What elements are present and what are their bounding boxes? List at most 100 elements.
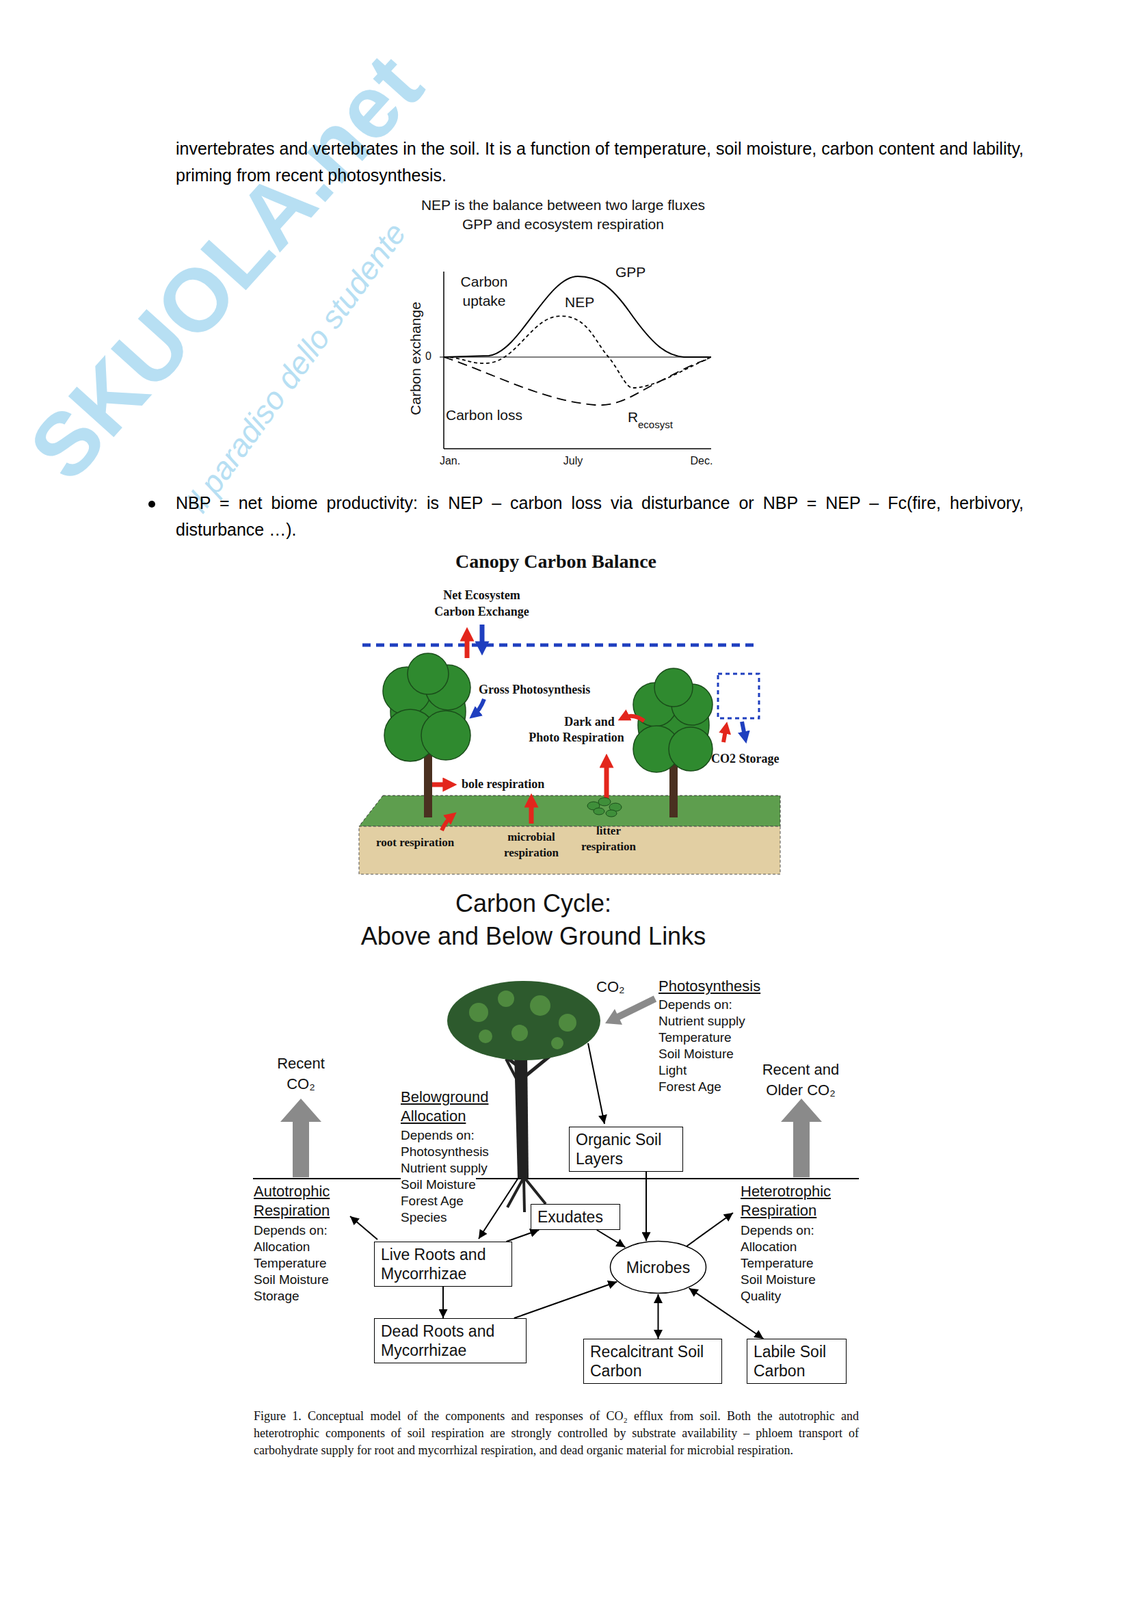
figure-caption: Figure 1. Conceptual model of the compon… [253,1407,859,1459]
flux-label: microbial respiration [490,828,573,861]
canopy-illustration [741,721,746,739]
canopy-illustration [654,668,693,707]
carbon-cycle-illustration [617,998,656,1017]
dependency-item: Depends on: [658,996,733,1013]
dependency-item: Temperature [740,1254,814,1272]
pool-box: Dead Roots and Mycorrhizae [374,1317,527,1363]
node-text: Dead Roots and Mycorrhizae [380,1321,520,1360]
process-heading: Heterotrophic Respiration [740,1181,857,1220]
canopy-illustration [587,797,622,817]
axis-tick: 0 [425,349,432,364]
dependency-item: Storage [253,1287,300,1305]
carbon-cycle-illustration [529,994,551,1016]
body-text: invertebrates and vertebrates in the soi… [175,135,1024,189]
process-ellipse: Microbes [609,1239,708,1294]
chart-title: NEP is the balance between two large flu… [410,195,716,234]
carbon-cycle-illustration [605,1008,623,1025]
dependency-item: Allocation [740,1238,797,1255]
gas-label: CO₂ [596,976,625,997]
flow-arrow [596,1229,626,1247]
carbon-cycle-illustration [514,1053,529,1179]
canopy-illustration [432,782,452,788]
flow-arrow [645,1171,647,1241]
canopy-illustration [723,726,727,742]
flux-chart [443,271,445,449]
canopy-illustration [358,624,781,874]
dependency-item: Depends on: [253,1221,328,1239]
dependency-item: Soil Moisture [253,1271,329,1288]
dependency-item: Quality [740,1287,781,1305]
carbon-cycle-illustration [780,1098,822,1177]
dependency-item: Species [400,1208,448,1226]
axis-tick: Jan. [429,454,471,468]
flux-label: CO2 Storage [711,750,779,767]
canopy-illustration [358,826,781,874]
dependency-item: Allocation [253,1238,310,1255]
pool-box: Recalcitrant Soil Carbon [583,1338,723,1384]
dependency-item: Photosynthesis [400,1143,489,1160]
flux-label: bole respiration [461,775,545,792]
canopy-illustration [604,759,610,802]
node-text: Live Roots and Mycorrhizae [380,1244,506,1283]
carbon-cycle-illustration [523,1178,525,1212]
pool-box: Live Roots and Mycorrhizae [374,1241,513,1287]
bullet-text: NBP = net biome productivity: is NEP – c… [175,489,1024,543]
carbon-cycle-illustration [686,1212,734,1246]
carbon-cycle-illustration [511,1024,528,1041]
bullet-dot [148,500,156,508]
flux-chart [443,315,712,388]
flux-chart [443,356,712,405]
carbon-cycle-illustration [525,1178,546,1204]
carbon-cycle-illustration [558,1013,577,1032]
ellipse-outline [610,1241,707,1294]
canopy-illustration [529,798,535,824]
dependency-item: Forest Age [400,1192,464,1209]
node-text: Recalcitrant Soil Carbon [590,1341,716,1380]
dependency-item: Temperature [658,1029,732,1046]
carbon-cycle-illustration [253,1177,859,1179]
carbon-cycle-illustration [497,990,515,1007]
flux-label: litter respiration [570,822,647,855]
gas-label: Recent and Older CO₂ [749,1059,853,1101]
carbon-cycle-illustration [588,1042,605,1124]
carbon-cycle-illustration [469,990,577,1049]
flux-label: Photo Respiration [514,728,638,746]
flux-chart [443,447,712,450]
diagram-title: Carbon Cycle: [294,887,773,920]
gas-label: Recent CO₂ [263,1053,339,1095]
axis-region-label: Carbon uptake [443,272,526,311]
canopy-illustration [362,643,758,647]
canopy-illustration [717,673,760,718]
canopy-illustration [464,632,470,658]
process-heading: Photosynthesis [658,976,761,996]
figure-title: Canopy Carbon Balance [412,549,700,574]
canopy-illustration [423,752,433,818]
flux-chart [439,356,712,358]
flux-label: Dark and [541,713,638,730]
figure-subtitle: Above and Below Ground Links [294,920,773,952]
axis-region-label: Carbon loss [443,405,526,425]
dependency-item: Depends on: [740,1221,815,1239]
canopy-illustration [473,698,485,716]
pool-box: Exudates [530,1203,621,1230]
dependency-item: Depends on: [400,1126,475,1144]
axis-tick: Dec. [681,454,723,468]
canopy-illustration [480,624,485,650]
dependency-item: Nutrient supply [400,1159,488,1177]
node-text: Labile Soil Carbon [753,1341,840,1380]
process-heading: Belowground Allocation [400,1087,511,1126]
flux-label: Net Ecosystem Carbon Exchange [425,586,539,620]
flux-chart [439,271,712,449]
flow-arrow [514,1281,617,1318]
process-heading: Autotrophic Respiration [253,1181,364,1220]
carbon-cycle-illustration [350,1215,378,1240]
node-text: Organic Soil Layers [575,1129,677,1168]
canopy-illustration [593,807,605,815]
axis-title: Carbon exchange [406,289,426,427]
dependency-item: Soil Moisture [740,1271,816,1288]
canopy-illustration [407,653,449,695]
dependency-item: Forest Age [658,1078,722,1095]
curve-label: R [627,407,638,427]
